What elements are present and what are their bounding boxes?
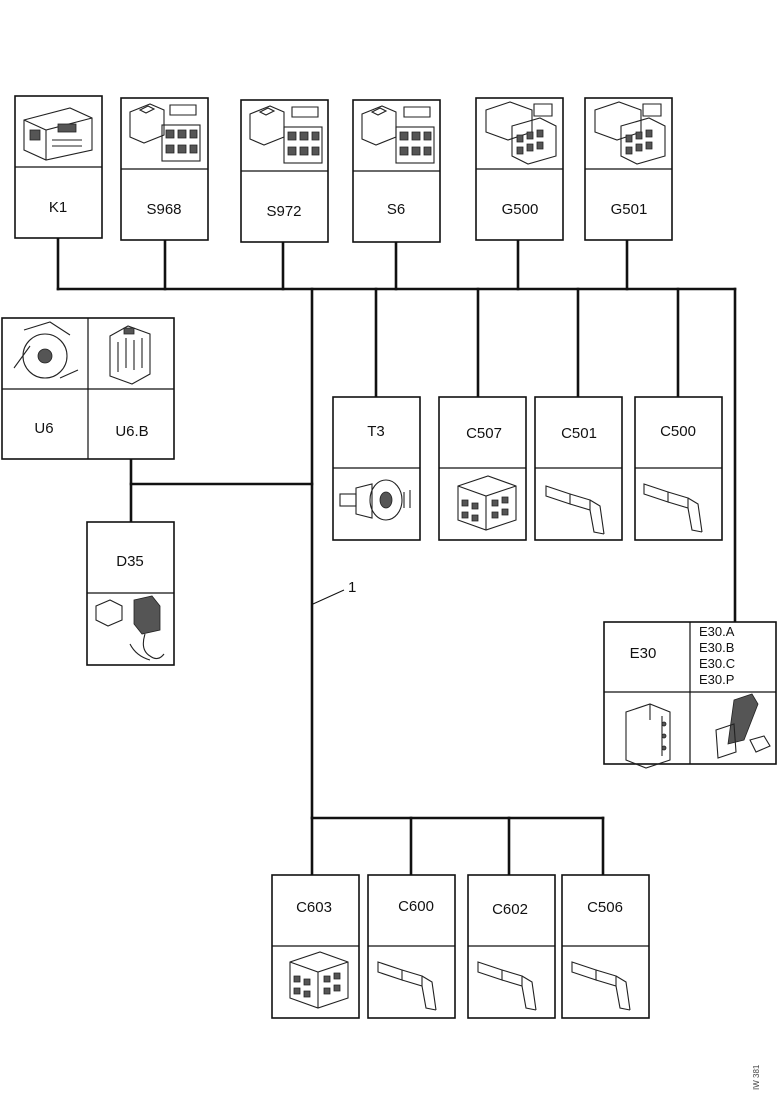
sensor-illustration xyxy=(95,595,165,661)
label-u6b: U6.B xyxy=(115,423,148,440)
label-c603: C603 xyxy=(296,899,332,916)
switch-connector-illustration xyxy=(249,105,323,164)
label-e30: E30 xyxy=(630,645,657,662)
label-e30a: E30.A xyxy=(699,624,735,639)
terminal-pin-illustration xyxy=(643,483,703,533)
control-unit-illustration xyxy=(625,703,671,769)
label-t3: T3 xyxy=(367,423,385,440)
label-s972: S972 xyxy=(266,203,301,220)
component-c501[interactable]: C501 xyxy=(534,396,623,541)
connector-set-illustration xyxy=(715,693,771,759)
component-u6[interactable]: U6 U6.B xyxy=(1,317,175,460)
component-k1[interactable]: K1 xyxy=(14,95,103,239)
pressure-switch-illustration xyxy=(339,479,411,521)
connector-housing-illustration xyxy=(289,951,349,1009)
component-c602[interactable]: C602 xyxy=(467,874,556,1019)
terminal-pin-illustration xyxy=(377,961,437,1011)
label-c507: C507 xyxy=(466,425,502,442)
label-d35: D35 xyxy=(116,553,144,570)
component-s972[interactable]: S972 xyxy=(240,99,329,243)
callout-1: 1 xyxy=(312,579,356,605)
component-d35[interactable]: D35 xyxy=(86,521,175,666)
terminal-pin-illustration xyxy=(545,485,605,535)
label-g501: G501 xyxy=(611,201,648,218)
switch-connector-illustration xyxy=(129,103,201,162)
label-u6: U6 xyxy=(34,420,53,437)
terminal-pin-illustration xyxy=(477,961,537,1011)
component-c603[interactable]: C603 xyxy=(271,874,360,1019)
reference-code: IW 381 xyxy=(752,1064,761,1090)
label-e30p: E30.P xyxy=(699,672,734,687)
label-k1: K1 xyxy=(49,199,67,216)
harness-wires xyxy=(56,236,737,877)
component-s968[interactable]: S968 xyxy=(120,97,209,241)
horn-illustration xyxy=(13,321,79,379)
label-c600: C600 xyxy=(398,898,434,915)
component-t3[interactable]: T3 xyxy=(332,396,421,541)
label-c602: C602 xyxy=(492,901,528,918)
label-c500: C500 xyxy=(660,423,696,440)
multipin-connector-illustration xyxy=(594,101,666,165)
component-c500[interactable]: C500 xyxy=(634,396,723,541)
label-g500: G500 xyxy=(502,201,539,218)
component-g500[interactable]: G500 xyxy=(475,97,564,241)
relay-illustration xyxy=(23,107,93,161)
connector-housing-illustration xyxy=(457,475,517,531)
component-g501[interactable]: G501 xyxy=(584,97,673,241)
label-e30c: E30.C xyxy=(699,656,735,671)
label-c506: C506 xyxy=(587,899,623,916)
switch-connector-illustration xyxy=(361,105,435,164)
component-s6[interactable]: S6 xyxy=(352,99,441,243)
component-e30[interactable]: E30 E30.A E30.B E30.C E30.P xyxy=(603,621,777,769)
label-e30b: E30.B xyxy=(699,640,734,655)
multipin-connector-illustration xyxy=(485,101,557,165)
label-s968: S968 xyxy=(146,201,181,218)
terminal-pin-illustration xyxy=(571,961,631,1011)
component-c506[interactable]: C506 xyxy=(561,874,650,1019)
component-c600[interactable]: C600 xyxy=(367,874,456,1019)
callout-1-label: 1 xyxy=(348,579,356,596)
label-s6: S6 xyxy=(387,201,405,218)
label-c501: C501 xyxy=(561,425,597,442)
connector-illustration xyxy=(109,325,151,385)
component-c507[interactable]: C507 xyxy=(438,396,527,541)
